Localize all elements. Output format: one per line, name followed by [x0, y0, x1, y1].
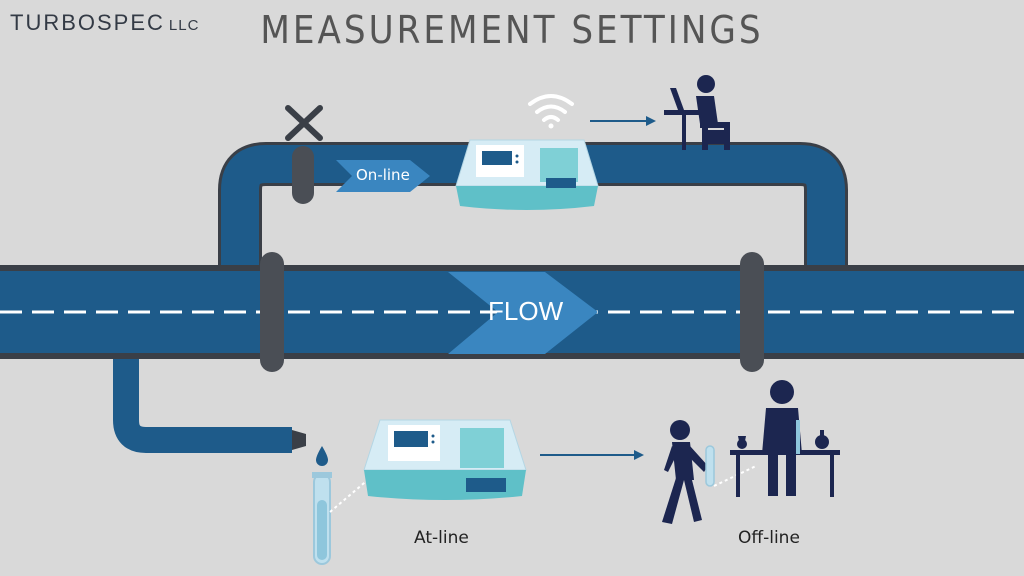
- atline-label: At-line: [414, 528, 469, 548]
- online-label: On-line: [356, 166, 410, 184]
- atline-to-offline-arrow: [540, 450, 644, 460]
- pipe-clamp-left: [260, 252, 284, 372]
- lab-worker-icon: [762, 380, 802, 496]
- brand-name: TURBOSPEC: [10, 10, 165, 35]
- page-title: MEASUREMENT SETTINGS: [260, 8, 764, 52]
- bypass-valve-clamp: [292, 146, 314, 204]
- offline-test-tube: [705, 445, 757, 487]
- operator-at-computer-icon: [664, 75, 730, 150]
- atline-instrument: [363, 419, 527, 500]
- closed-valve-x-icon: [285, 105, 323, 141]
- pipe-clamp-right: [740, 252, 764, 372]
- atline-test-tube: [312, 472, 371, 565]
- wifi-icon: [528, 94, 574, 129]
- flow-arrow: [448, 272, 598, 354]
- brand-suffix: LLC: [168, 17, 200, 34]
- online-instrument: [455, 139, 599, 210]
- water-drop-icon: [316, 446, 328, 466]
- offline-label: Off-line: [738, 528, 800, 548]
- online-arrow: [336, 160, 430, 192]
- flow-label: FLOW: [488, 296, 564, 326]
- online-data-arrow: [590, 116, 656, 126]
- walking-person-icon: [662, 420, 708, 524]
- atline-sample-pipe: [113, 350, 306, 453]
